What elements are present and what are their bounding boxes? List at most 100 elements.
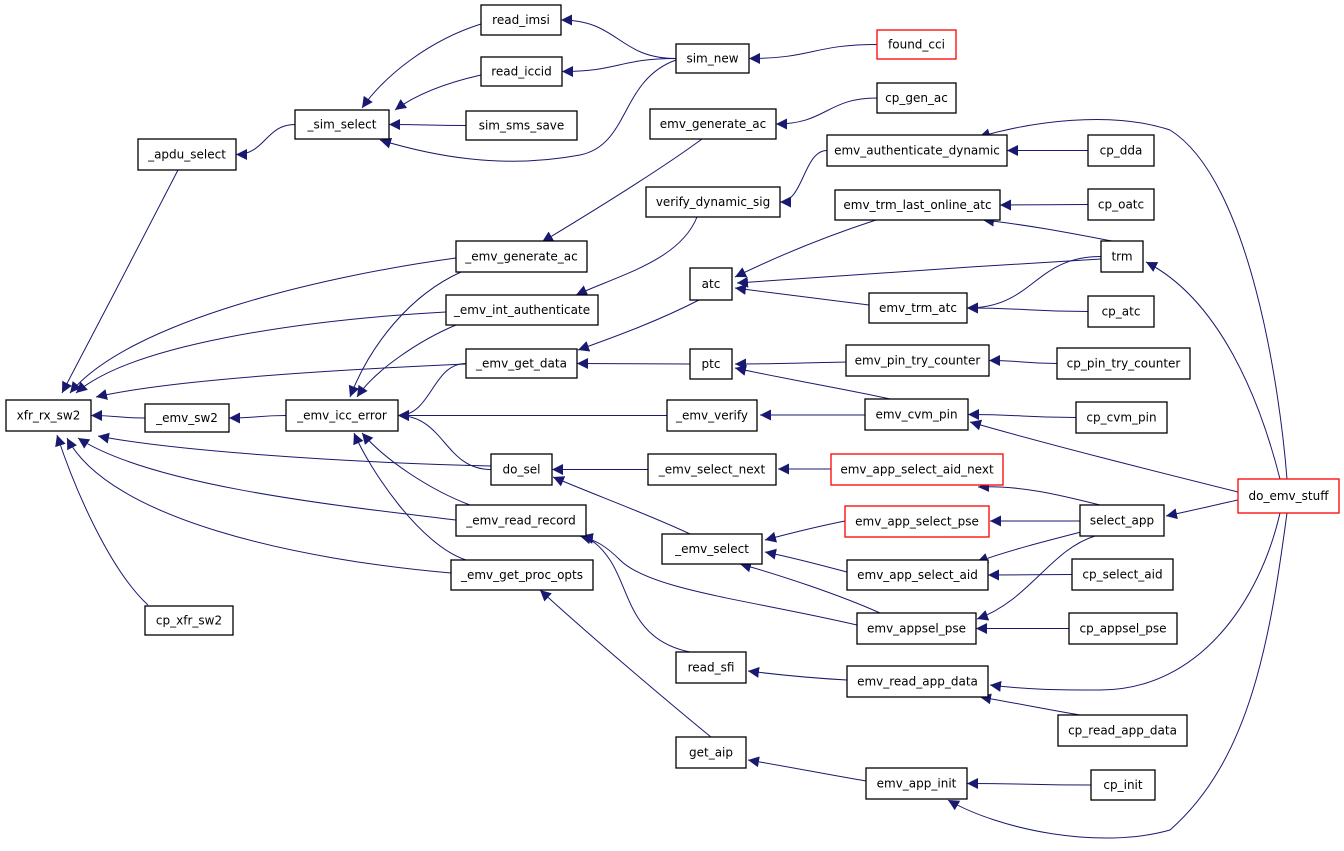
node-read_imsi[interactable]: read_imsi xyxy=(480,4,562,36)
node-read_iccid[interactable]: read_iccid xyxy=(480,56,563,87)
node-box-ptc xyxy=(689,348,733,380)
node-label-sim_sms_save: sim_sms_save xyxy=(479,119,565,133)
node-verify_dynamic_sig[interactable]: verify_dynamic_sig xyxy=(645,186,781,218)
node-box-cp_select_aid xyxy=(1071,558,1174,591)
node-box-cp_atc xyxy=(1087,295,1155,328)
node-label-cp_read_app_data: cp_read_app_data xyxy=(1068,724,1177,738)
edge-_emv_int_authenticate-to-_emv_icc_error xyxy=(356,324,457,398)
node-box-emv_trm_last_online_atc xyxy=(834,189,1001,221)
edge-_sim_select-to-_apdu_select xyxy=(235,124,296,160)
node-_emv_select_next[interactable]: _emv_select_next xyxy=(647,453,777,486)
node-_emv_select[interactable]: _emv_select xyxy=(661,533,763,565)
node-_emv_int_authenticate[interactable]: _emv_int_authenticate xyxy=(445,294,599,326)
node-cp_atc[interactable]: cp_atc xyxy=(1087,295,1155,328)
edge-select_app-to-emv_app_select_aid xyxy=(976,530,1086,564)
node-emv_app_init[interactable]: emv_app_init xyxy=(865,767,968,800)
edge-do_emv_stuff-to-emv_read_app_data xyxy=(989,512,1281,692)
node-emv_cvm_pin[interactable]: emv_cvm_pin xyxy=(864,398,969,431)
edge-atc-to-_emv_get_data xyxy=(577,299,700,352)
node-cp_pin_try_counter[interactable]: cp_pin_try_counter xyxy=(1056,347,1191,380)
node-cp_oatc[interactable]: cp_oatc xyxy=(1087,188,1155,221)
edge-do_emv_stuff-to-select_app xyxy=(1165,499,1239,520)
node-label-emv_app_select_aid: emv_app_select_aid xyxy=(857,568,978,582)
edge-_emv_get_data-to-_emv_icc_error xyxy=(397,363,467,421)
node-emv_read_app_data[interactable]: emv_read_app_data xyxy=(846,665,989,698)
node-select_app[interactable]: select_app xyxy=(1079,504,1165,537)
node-emv_trm_last_online_atc[interactable]: emv_trm_last_online_atc xyxy=(834,189,1001,221)
edge-emv_trm_last_online_atc-to-atc xyxy=(734,219,877,278)
node-do_emv_stuff[interactable]: do_emv_stuff xyxy=(1237,478,1340,514)
node-box-cp_oatc xyxy=(1087,188,1155,221)
node-emv_trm_atc[interactable]: emv_trm_atc xyxy=(868,292,968,324)
node-do_sel[interactable]: do_sel xyxy=(490,453,553,486)
node-box-emv_app_init xyxy=(865,767,968,800)
node-trm[interactable]: trm xyxy=(1100,240,1144,273)
node-cp_dda[interactable]: cp_dda xyxy=(1087,134,1155,167)
node-label-emv_generate_ac: emv_generate_ac xyxy=(660,117,767,131)
node-label-read_imsi: read_imsi xyxy=(492,13,550,27)
node-cp_cvm_pin[interactable]: cp_cvm_pin xyxy=(1075,401,1168,434)
nodes-layer: xfr_rx_sw2 _apdu_select _emv_sw2 cp_xfr_sw2… xyxy=(5,4,1340,801)
node-cp_select_aid[interactable]: cp_select_aid xyxy=(1071,558,1174,591)
node-label-do_emv_stuff: do_emv_stuff xyxy=(1249,489,1330,503)
node-box-read_sfi xyxy=(675,651,747,684)
node-label-emv_trm_last_online_atc: emv_trm_last_online_atc xyxy=(843,198,991,212)
node-sim_new[interactable]: sim_new xyxy=(675,43,750,74)
edge-cp_read_app_data-to-emv_read_app_data xyxy=(979,693,1081,716)
node-_sim_select[interactable]: _sim_select xyxy=(294,109,390,140)
node-emv_app_select_aid[interactable]: emv_app_select_aid xyxy=(846,559,989,591)
edge-trm-to-atc xyxy=(736,258,1102,288)
node-emv_app_select_aid_next[interactable]: emv_app_select_aid_next xyxy=(830,453,1004,486)
edge-cp_cvm_pin-to-emv_cvm_pin xyxy=(967,409,1077,421)
node-atc[interactable]: atc xyxy=(689,267,733,301)
node-cp_xfr_sw2[interactable]: cp_xfr_sw2 xyxy=(144,605,234,636)
node-emv_pin_try_counter[interactable]: emv_pin_try_counter xyxy=(845,344,990,377)
node-box-found_cci xyxy=(876,29,957,60)
node-box-_apdu_select xyxy=(137,138,237,171)
node-label-xfr_rx_sw2: xfr_rx_sw2 xyxy=(17,409,81,423)
edge-verify_dynamic_sig-to-_emv_int_authenticate xyxy=(575,216,698,296)
node-_emv_get_data[interactable]: _emv_get_data xyxy=(465,348,578,379)
node-label-emv_authenticate_dynamic: emv_authenticate_dynamic xyxy=(834,144,1000,158)
node-_emv_read_record[interactable]: _emv_read_record xyxy=(455,504,587,537)
node-label-_emv_get_data: _emv_get_data xyxy=(475,357,567,371)
node-_emv_get_proc_opts[interactable]: _emv_get_proc_opts xyxy=(450,559,594,591)
node-cp_init[interactable]: cp_init xyxy=(1090,769,1156,801)
node-_emv_generate_ac[interactable]: _emv_generate_ac xyxy=(455,240,588,273)
node-box-_emv_select_next xyxy=(647,453,777,486)
edge-_emv_get_proc_opts-to-xfr_rx_sw2 xyxy=(66,437,452,574)
edge-read_imsi-to-_sim_select xyxy=(361,23,482,109)
node-label-do_sel: do_sel xyxy=(503,463,541,477)
edge-emv_app_select_aid-to-_emv_select xyxy=(764,548,848,573)
edges-layer xyxy=(55,14,1288,839)
node-emv_authenticate_dynamic[interactable]: emv_authenticate_dynamic xyxy=(826,134,1008,167)
node-box-_emv_icc_error xyxy=(285,399,399,432)
node-box-emv_read_app_data xyxy=(846,665,989,698)
node-read_sfi[interactable]: read_sfi xyxy=(675,651,747,684)
node-ptc[interactable]: ptc xyxy=(689,348,733,380)
node-_apdu_select[interactable]: _apdu_select xyxy=(137,138,237,171)
node-cp_gen_ac[interactable]: cp_gen_ac xyxy=(876,82,957,114)
node-emv_appsel_pse[interactable]: emv_appsel_pse xyxy=(856,612,977,645)
node-label-cp_xfr_sw2: cp_xfr_sw2 xyxy=(156,614,222,628)
node-found_cci[interactable]: found_cci xyxy=(876,29,957,60)
node-emv_generate_ac[interactable]: emv_generate_ac xyxy=(649,108,777,140)
node-box-sim_new xyxy=(675,43,750,74)
node-get_aip[interactable]: get_aip xyxy=(675,736,747,769)
node-box-_emv_get_proc_opts xyxy=(450,559,594,591)
node-sim_sms_save[interactable]: sim_sms_save xyxy=(465,110,578,141)
node-_emv_verify[interactable]: _emv_verify xyxy=(666,399,758,432)
node-box-cp_read_app_data xyxy=(1057,714,1188,747)
node-xfr_rx_sw2[interactable]: xfr_rx_sw2 xyxy=(5,399,92,432)
node-_emv_sw2[interactable]: _emv_sw2 xyxy=(144,403,230,433)
node-label-emv_read_app_data: emv_read_app_data xyxy=(857,675,978,689)
node-_emv_icc_error[interactable]: _emv_icc_error xyxy=(285,399,399,432)
node-box-_sim_select xyxy=(294,109,390,140)
node-cp_read_app_data[interactable]: cp_read_app_data xyxy=(1057,714,1188,747)
node-box-_emv_read_record xyxy=(455,504,587,537)
node-cp_appsel_pse[interactable]: cp_appsel_pse xyxy=(1068,612,1178,645)
node-label-cp_atc: cp_atc xyxy=(1102,305,1141,319)
node-box-emv_generate_ac xyxy=(649,108,777,140)
node-emv_app_select_pse[interactable]: emv_app_select_pse xyxy=(844,505,990,538)
